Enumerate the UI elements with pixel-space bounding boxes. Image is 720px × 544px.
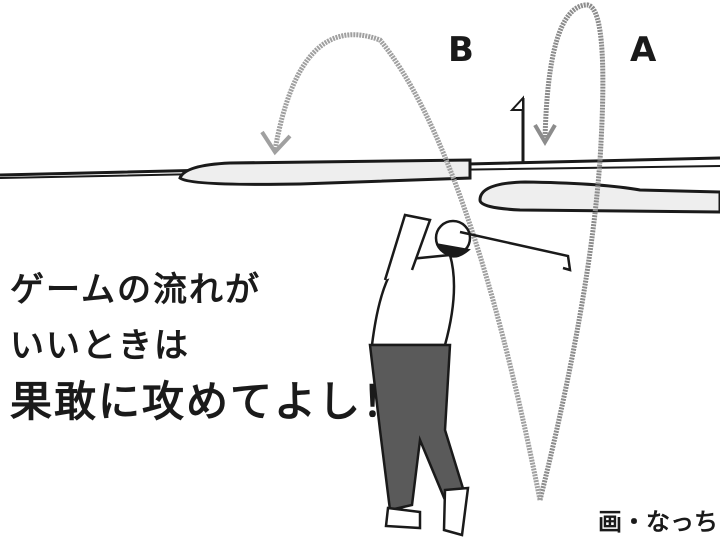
golfer-figure [368,213,572,537]
bunker-left [178,158,472,186]
caption-line-3: 果敢に攻めてよし！ [10,377,407,426]
arrow-b-icon [260,130,292,156]
trajectory-label-b: B [448,30,474,70]
flag-icon [509,95,524,111]
artist-credit: 画・なっち [598,508,718,536]
trajectory-a [537,2,606,501]
trajectory-b [272,32,543,501]
trajectory-label-a: A [630,30,657,70]
caption-line-2: いいときは [10,326,190,366]
bunker-right [478,180,720,214]
arrow-a-icon [533,123,557,146]
caption-line-1: ゲームの流れが [10,270,261,310]
